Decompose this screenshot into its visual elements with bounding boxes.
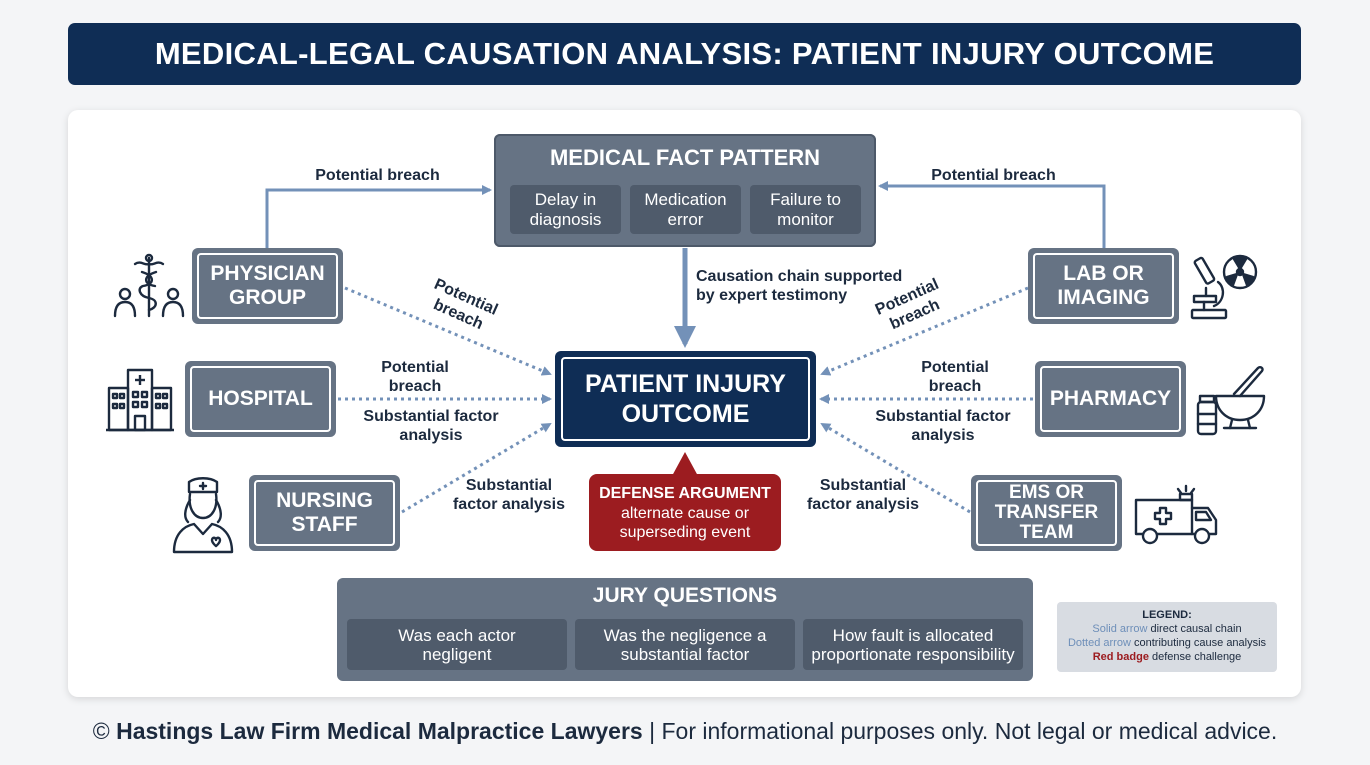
footer-disclaimer: For informational purposes only. Not leg…	[661, 718, 1278, 744]
page-title: MEDICAL-LEGAL CAUSATION ANALYSIS: PATIEN…	[154, 36, 1215, 71]
physician-dotted-arrow	[344, 286, 552, 376]
jury-question-substantial: Was the negligence a substantial factor	[575, 619, 795, 670]
microscope-radiation-icon	[1190, 254, 1258, 320]
legend-solid-key: Solid arrow	[1092, 623, 1148, 635]
label-causation-chain: Causation chain supported by expert test…	[696, 268, 903, 304]
ambulance-icon	[1134, 484, 1218, 545]
nursing-dotted-arrow	[401, 422, 552, 514]
jury-question-allocation: How fault is allocated proportionate res…	[803, 619, 1023, 670]
legend-red-row: Red badge defense challenge	[1057, 650, 1277, 664]
fact-item-monitor: Failure to monitor	[750, 185, 861, 234]
fact-pattern-title: MEDICAL FACT PATTERN	[549, 145, 821, 170]
lab-to-fact-arrow	[878, 181, 1106, 248]
ems-dotted-arrow	[820, 422, 971, 514]
label-hospital-breach: Potential breach	[381, 359, 449, 395]
fact-item-delay: Delay in diagnosis	[510, 185, 621, 234]
footer: © Hastings Law Firm Medical Malpractice …	[0, 718, 1370, 745]
actor-physician-group: PHYSICIAN GROUP	[192, 248, 343, 324]
footer-firm-name: Hastings Law Firm Medical Malpractice La…	[116, 718, 643, 744]
nursing-label: NURSING STAFF	[254, 480, 395, 546]
label-nursing-factor: Substantial factor analysis	[452, 477, 566, 513]
jury-question-negligent: Was each actor negligent	[347, 619, 567, 670]
legend-red-key: Red badge	[1092, 651, 1149, 663]
lab-dotted-arrow	[820, 286, 1029, 376]
nurse-icon	[172, 477, 234, 554]
caduceus-team-icon	[113, 253, 185, 318]
actor-ems-transfer: EMS OR TRANSFER TEAM	[971, 475, 1122, 551]
actor-hospital: HOSPITAL	[185, 361, 336, 437]
fact-item-medication: Medication error	[630, 185, 741, 234]
label-top-left-breach: Potential breach	[315, 167, 440, 184]
outcome-label: PATIENT INJURY OUTCOME	[561, 357, 810, 441]
mortar-pestle-icon	[1196, 366, 1266, 436]
legend-solid-row: Solid arrow direct causal chain	[1057, 622, 1277, 636]
label-ems-factor: Substantial factor analysis	[806, 477, 920, 513]
legend-title: LEGEND:	[1142, 609, 1192, 621]
actor-pharmacy: PHARMACY	[1035, 361, 1186, 437]
jury-title: JURY QUESTIONS	[592, 584, 778, 607]
lab-label: LAB OR IMAGING	[1033, 253, 1174, 319]
footer-separator: |	[649, 718, 656, 744]
ems-label: EMS OR TRANSFER TEAM	[976, 480, 1117, 546]
hospital-building-icon	[106, 368, 174, 432]
legend-dotted-key: Dotted arrow	[1067, 637, 1131, 649]
actor-lab-imaging: LAB OR IMAGING	[1028, 248, 1179, 324]
defense-title: DEFENSE ARGUMENT	[599, 485, 771, 502]
physician-to-fact-arrow	[265, 185, 492, 248]
copyright-symbol: ©	[92, 718, 110, 744]
defense-pointer	[672, 452, 698, 476]
title-bar: MEDICAL-LEGAL CAUSATION ANALYSIS: PATIEN…	[68, 23, 1301, 85]
defense-text: alternate cause or superseding event	[619, 505, 751, 541]
physician-label: PHYSICIAN GROUP	[197, 253, 338, 319]
legend-dotted-text: contributing cause analysis	[1133, 637, 1267, 649]
patient-injury-outcome: PATIENT INJURY OUTCOME	[555, 351, 816, 447]
defense-argument-badge: DEFENSE ARGUMENT alternate cause or supe…	[589, 474, 781, 551]
legend-solid-text: direct causal chain	[1150, 623, 1242, 635]
medical-fact-pattern: MEDICAL FACT PATTERN Delay in diagnosis …	[494, 134, 876, 247]
jury-questions: JURY QUESTIONS Was each actor negligent …	[337, 578, 1033, 681]
pharmacy-label: PHARMACY	[1040, 366, 1181, 432]
label-pharmacy-factor: Substantial factor analysis	[875, 408, 1011, 444]
legend-dotted-row: Dotted arrow contributing cause analysis	[1057, 636, 1277, 650]
legend-red-text: defense challenge	[1152, 651, 1242, 663]
label-pharmacy-breach: Potential breach	[921, 359, 989, 395]
label-hospital-factor: Substantial factor analysis	[363, 408, 499, 444]
hospital-label: HOSPITAL	[190, 366, 331, 432]
label-top-right-breach: Potential breach	[931, 167, 1056, 184]
actor-nursing-staff: NURSING STAFF	[249, 475, 400, 551]
legend: LEGEND: Solid arrow direct causal chain …	[1057, 602, 1277, 672]
